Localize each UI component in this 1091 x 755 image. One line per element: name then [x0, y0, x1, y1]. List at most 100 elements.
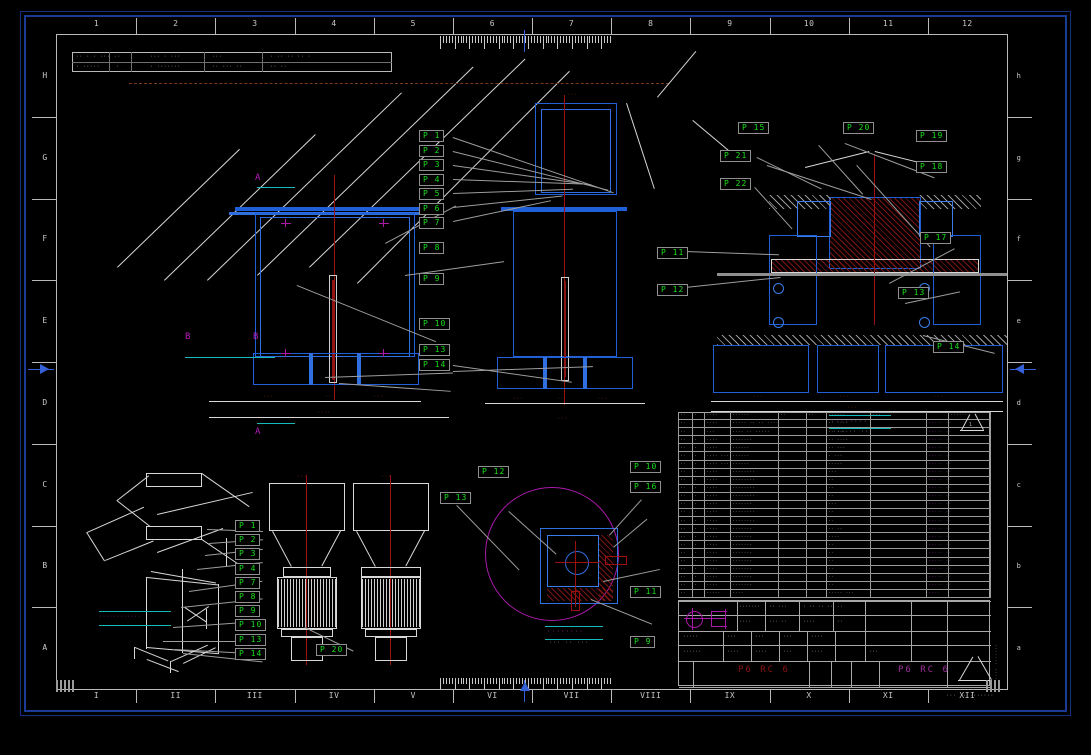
part-tag-p8[interactable]: P 8: [235, 591, 261, 603]
ruler-tick: [440, 36, 441, 49]
top-zone-tick: [532, 18, 533, 34]
bottom-detail-bolt-bottom: [571, 591, 580, 611]
parts-table-row[interactable]: [678, 485, 990, 493]
part-tag-p12[interactable]: P 12: [657, 284, 689, 296]
ruler-tick: [442, 678, 444, 685]
parts-table-row[interactable]: [678, 436, 990, 445]
left-zone-tick: [32, 362, 57, 363]
part-tag-p4[interactable]: P 4: [419, 173, 445, 186]
parts-table-row[interactable]: [678, 493, 990, 501]
parts-table-row[interactable]: [678, 477, 990, 485]
part-tag-p14[interactable]: P 14: [419, 359, 451, 371]
title-block-field: ·······: [739, 604, 761, 610]
part-tag-p10[interactable]: P 10: [419, 318, 451, 330]
part-tag-p11[interactable]: P 11: [630, 586, 662, 598]
part-tag-p7[interactable]: P 7: [235, 576, 261, 589]
ruler-tick: [595, 678, 597, 685]
parts-table-row[interactable]: [678, 525, 990, 534]
parts-table-row[interactable]: [678, 582, 990, 590]
part-tag-p15[interactable]: P 15: [738, 122, 770, 134]
parts-table-cell-qty: ·: [694, 486, 697, 492]
parts-table-row[interactable]: [678, 558, 990, 566]
bottom-detail-bolt-side: [605, 556, 627, 565]
bottom-zone-V: V: [410, 691, 416, 700]
left-zone-tick: [32, 198, 57, 200]
parts-table-cell-qty: ·: [694, 510, 697, 516]
parts-table-row[interactable]: [678, 517, 990, 526]
top-zone-tick: [927, 18, 929, 34]
parts-table-cell-desc: ·······: [732, 567, 753, 573]
part-tag-p19[interactable]: P 19: [916, 130, 948, 142]
part-tag-p18[interactable]: P 18: [916, 161, 948, 173]
part-tag-p2[interactable]: P 2: [419, 144, 445, 157]
part-tag-p14[interactable]: P 14: [933, 341, 965, 353]
part-tag-p22[interactable]: P 22: [720, 178, 752, 190]
parts-table-row[interactable]: [678, 549, 990, 558]
part-tag-p1[interactable]: P 1: [235, 520, 261, 532]
parts-table-row[interactable]: [678, 412, 990, 421]
part-tag-p13[interactable]: P 13: [419, 344, 451, 356]
part-tag-p8[interactable]: P 8: [419, 242, 445, 254]
part-tag-p14[interactable]: P 14: [235, 647, 267, 660]
parts-table-row[interactable]: [678, 428, 990, 437]
parts-table-row[interactable]: [678, 590, 990, 598]
part-tag-p10[interactable]: P 10: [630, 461, 662, 473]
part-tag-p17[interactable]: P 17: [920, 232, 952, 244]
left-zone-tick: [32, 607, 57, 609]
part-tag-p21[interactable]: P 21: [720, 150, 752, 162]
iso-note: ············: [99, 614, 142, 620]
part-tag-p3[interactable]: P 3: [235, 548, 261, 561]
ruler-tick: [466, 36, 468, 44]
parts-table-row[interactable]: [678, 541, 990, 550]
part-tag-p13[interactable]: P 13: [235, 633, 267, 646]
parts-table-row[interactable]: [678, 574, 990, 582]
bottom-zone-tick: [690, 689, 692, 703]
part-tag-p10[interactable]: P 10: [235, 619, 267, 632]
parts-table-row[interactable]: [678, 444, 990, 453]
part-tag-p6[interactable]: P 6: [419, 202, 445, 215]
part-tag-p12[interactable]: P 12: [478, 466, 510, 478]
part-tag-p3[interactable]: P 3: [419, 159, 445, 171]
top-zone-11: 11: [882, 19, 894, 28]
part-tag-p16[interactable]: P 16: [630, 481, 662, 493]
part-tag-p2[interactable]: P 2: [235, 534, 261, 547]
parts-table-cell-qty: ·: [694, 583, 697, 589]
right-title-rule-bot: [829, 428, 891, 429]
ruler-tick: [457, 678, 459, 685]
parts-table-row[interactable]: [678, 509, 990, 518]
drawing-code-left: P6 RC 6: [738, 665, 790, 675]
part-tag-p11[interactable]: P 11: [657, 247, 689, 259]
revision-row-2-c3: · ·······: [150, 64, 181, 70]
part-tag-motor[interactable]: P 20: [316, 644, 348, 656]
title-block-vline: [865, 645, 866, 661]
part-tag-p4[interactable]: P 4: [235, 562, 261, 575]
parts-table-row[interactable]: [678, 461, 990, 469]
part-tag-p7[interactable]: P 7: [419, 217, 445, 229]
left-zone-tick: [32, 525, 57, 527]
right-detail-title: ········: [831, 418, 868, 425]
parts-table-row[interactable]: [678, 469, 990, 477]
ruler-tick: [522, 36, 524, 44]
part-tag-p9[interactable]: P 9: [630, 636, 656, 648]
left-bolt-4: [379, 349, 389, 357]
parts-table-cell-code: ····: [706, 510, 718, 516]
parts-table-cell-mat: ··: [828, 510, 834, 516]
part-tag-p13[interactable]: P 13: [440, 492, 472, 504]
parts-table-row[interactable]: [678, 420, 990, 429]
parts-table-row[interactable]: [678, 452, 990, 461]
part-tag-p13[interactable]: P 13: [898, 287, 930, 299]
part-tag-p1[interactable]: P 1: [419, 130, 445, 142]
parts-table-col-divider: [678, 412, 679, 598]
part-tag-p9[interactable]: P 9: [419, 273, 445, 285]
parts-table-row[interactable]: [678, 533, 990, 542]
part-tag-p20[interactable]: P 20: [843, 122, 875, 134]
part-tag-p9[interactable]: P 9: [235, 605, 261, 618]
bottom-zone-tick: [373, 689, 375, 703]
parts-table-row[interactable]: [678, 501, 990, 510]
title-block-vline: [723, 631, 724, 645]
parts-table-row[interactable]: [678, 566, 990, 574]
bottom-zone-tick: [848, 689, 850, 703]
part-tag-p5[interactable]: P 5: [419, 188, 445, 200]
left-zone-F: F: [42, 234, 48, 244]
ruler-tick: [536, 36, 538, 44]
